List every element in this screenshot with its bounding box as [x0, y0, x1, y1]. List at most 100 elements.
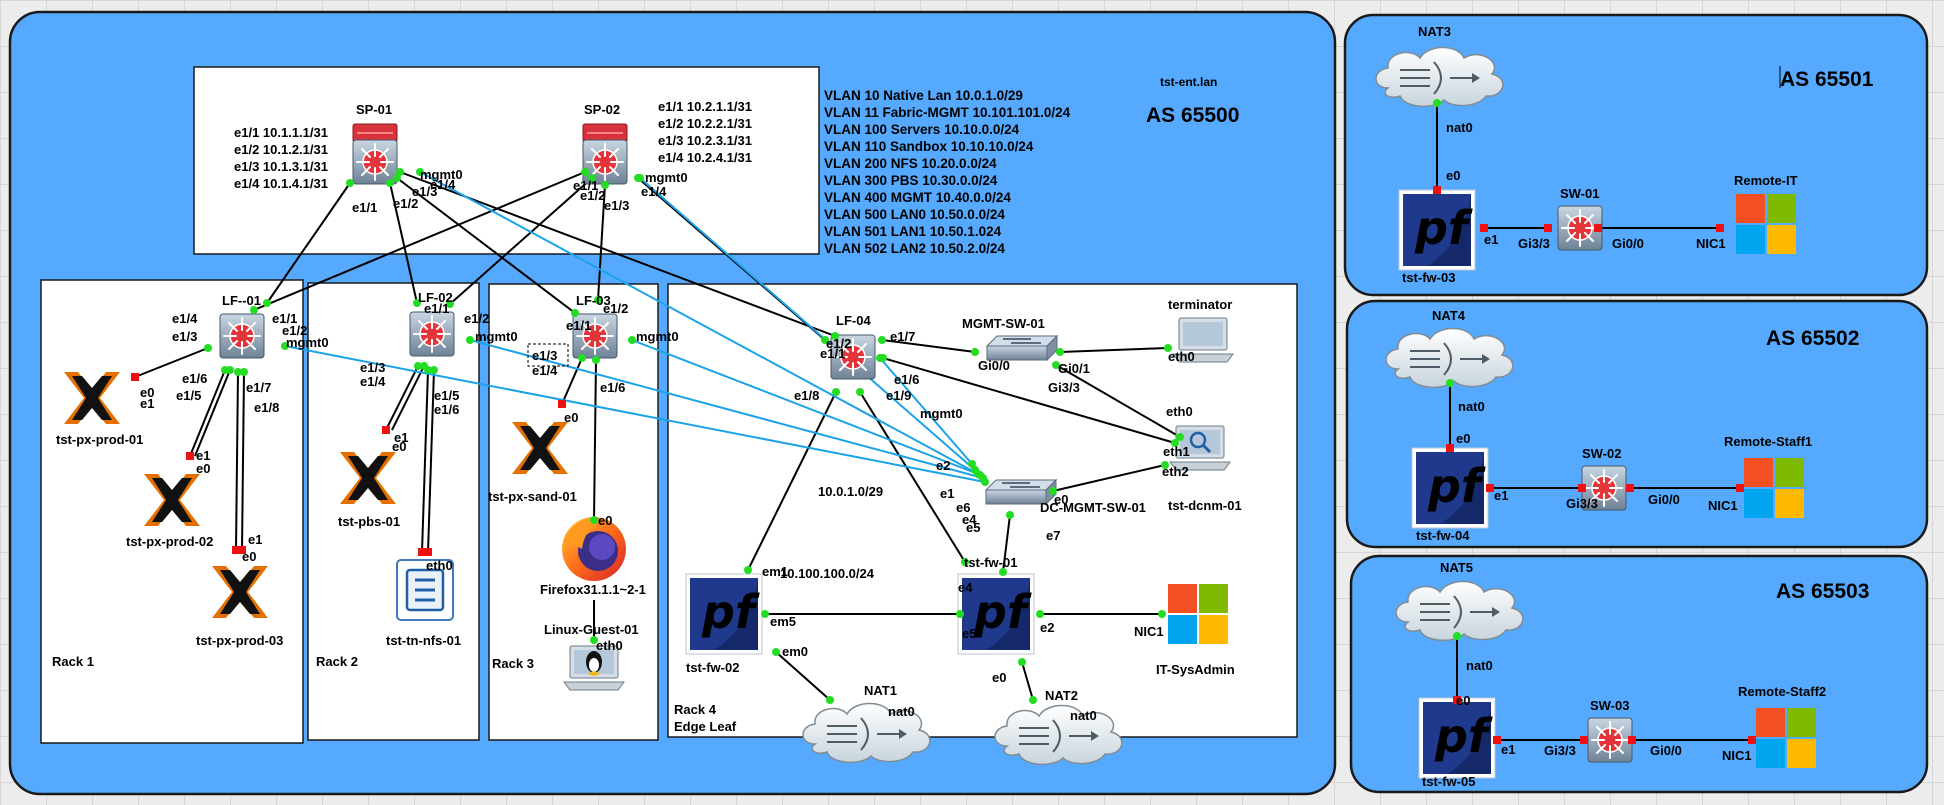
link-sp02-lf02[interactable]	[449, 177, 593, 305]
port-label: eth0	[596, 638, 623, 653]
node-label: MGMT-SW-01	[962, 316, 1045, 331]
port-label: Gi0/1	[1058, 361, 1090, 376]
link-sp01-lf01[interactable]	[266, 182, 351, 304]
port-label: e1/4	[360, 374, 386, 389]
node-label: SW-02	[1582, 446, 1621, 461]
link-sp02-lf03[interactable]	[597, 184, 606, 301]
link-sp02-lf01[interactable]	[253, 171, 586, 311]
node-label: NAT2	[1045, 688, 1078, 703]
port-label: nat0	[888, 704, 915, 719]
access-switch-icon[interactable]	[1587, 717, 1633, 763]
host-label: tst-tn-nfs-01	[386, 633, 461, 648]
port-label: e1	[140, 396, 154, 411]
port-label: e1/1	[272, 311, 297, 326]
dcnm-monitor-icon[interactable]	[1169, 425, 1231, 471]
port-label: eth2	[1162, 464, 1189, 479]
port-label: nat0	[1070, 708, 1097, 723]
as-label: AS 65503	[1776, 580, 1869, 603]
port-label: e1/3	[604, 198, 629, 213]
port-label: e7	[1046, 528, 1060, 543]
node-label: LF-03	[576, 293, 611, 308]
svg-text:e1/1 10.2.1.1/31: e1/1 10.2.1.1/31	[658, 99, 752, 114]
port-label: e0	[1054, 492, 1068, 507]
port-label: e5	[962, 626, 976, 641]
port-label: nat0	[1458, 399, 1485, 414]
svg-text:e1/4 10.2.4.1/31: e1/4 10.2.4.1/31	[658, 150, 752, 165]
host-label: tst-dcnm-01	[1168, 498, 1242, 513]
leaf-lf02[interactable]	[409, 311, 455, 357]
host-label: Linux-Guest-01	[544, 622, 639, 637]
node-label: SW-01	[1560, 186, 1599, 201]
port-label: Gi0/0	[1612, 236, 1644, 251]
port-label: eth1	[1163, 444, 1190, 459]
port-label: nat0	[1446, 120, 1473, 135]
port-label: e1/1	[566, 318, 591, 333]
nat-cloud-icon[interactable]	[994, 704, 1123, 766]
link-sp01-lf03[interactable]	[396, 177, 576, 314]
port-label: e0	[1446, 168, 1460, 183]
node-label: SP-01	[356, 102, 392, 117]
port-label: e1	[1501, 742, 1515, 757]
port-label: e1/3	[412, 184, 437, 199]
port-label: nat0	[1466, 658, 1493, 673]
port-label: e1/4	[430, 177, 456, 192]
port-label: e1/7	[890, 329, 915, 344]
port-label: e1/4	[172, 311, 198, 326]
sp02-ip-list: e1/1 10.2.1.1/31 e1/2 10.2.2.1/31 e1/3 1…	[658, 99, 752, 165]
port-label: e0	[598, 513, 612, 528]
subnet-label: 10.100.100.0/24	[780, 566, 875, 581]
host-label: tst-fw-02	[686, 660, 739, 675]
nat-cloud-icon[interactable]	[1375, 46, 1504, 108]
leaf-lf01[interactable]	[219, 313, 265, 359]
port-label: e1/8	[254, 400, 279, 415]
host-label: tst-pbs-01	[338, 514, 400, 529]
node-label: terminator	[1168, 297, 1232, 312]
port-label: NIC1	[1708, 498, 1738, 513]
node-label: LF-04	[836, 313, 871, 328]
fabric-links	[134, 103, 1752, 741]
port-label: e1/8	[794, 388, 819, 403]
vlan-item: VLAN 400 MGMT 10.40.0.0/24	[824, 190, 1011, 205]
link-sp01-lf02[interactable]	[389, 182, 418, 304]
vlan-item: VLAN 502 LAN2 10.50.2.0/24	[824, 241, 1005, 256]
port-label: e1/1	[820, 346, 845, 361]
vlan-item: VLAN 500 LAN0 10.50.0.0/24	[824, 207, 1005, 222]
port-label: e4	[958, 580, 973, 595]
host-label: tst-px-sand-01	[488, 489, 577, 504]
pfsense-icon[interactable]	[1418, 697, 1496, 779]
port-label: e1/1	[573, 178, 598, 193]
pfsense-icon[interactable]	[1398, 189, 1476, 271]
port-label: e1/4	[641, 184, 667, 199]
port-label: e0	[242, 549, 256, 564]
port-label: e0	[1456, 431, 1470, 446]
host-label: Remote-Staff2	[1738, 684, 1826, 699]
port-label: mgmt0	[920, 406, 963, 421]
nat-cloud-icon[interactable]	[1395, 580, 1524, 642]
pfsense-icon[interactable]	[1411, 447, 1489, 529]
rack-2-box	[307, 282, 480, 741]
port-label: e1/4	[532, 363, 558, 378]
nat-cloud-icon[interactable]	[1385, 327, 1514, 389]
port-label: e1	[394, 430, 408, 445]
linux-guest-icon[interactable]	[563, 645, 625, 691]
port-label: e0	[1456, 693, 1470, 708]
port-label: mgmt0	[645, 170, 688, 185]
pfsense-icon[interactable]	[685, 573, 763, 655]
mgmt-switch-icon[interactable]	[986, 335, 1058, 361]
subnet-label: 10.0.1.0/29	[818, 484, 883, 499]
firefox-icon[interactable]	[562, 517, 626, 581]
port-label: e1	[196, 448, 210, 463]
port-up-indicators	[204, 99, 1461, 704]
spine-sp01[interactable]	[353, 124, 397, 184]
port-label: e1/9	[886, 388, 911, 403]
port-label: e1/2	[580, 188, 605, 203]
port-label: mgmt0	[286, 335, 329, 350]
svg-text:e1/3 10.2.3.1/31: e1/3 10.2.3.1/31	[658, 133, 752, 148]
svg-text:e1/4 10.1.4.1/31: e1/4 10.1.4.1/31	[234, 176, 328, 191]
vlan-item: VLAN 501 LAN1 10.50.1.024	[824, 224, 1002, 239]
node-label: NAT1	[864, 683, 897, 698]
node-label: tst-fw-01	[964, 555, 1017, 570]
port-label: mgmt0	[420, 167, 463, 182]
port-label: e0	[992, 670, 1006, 685]
